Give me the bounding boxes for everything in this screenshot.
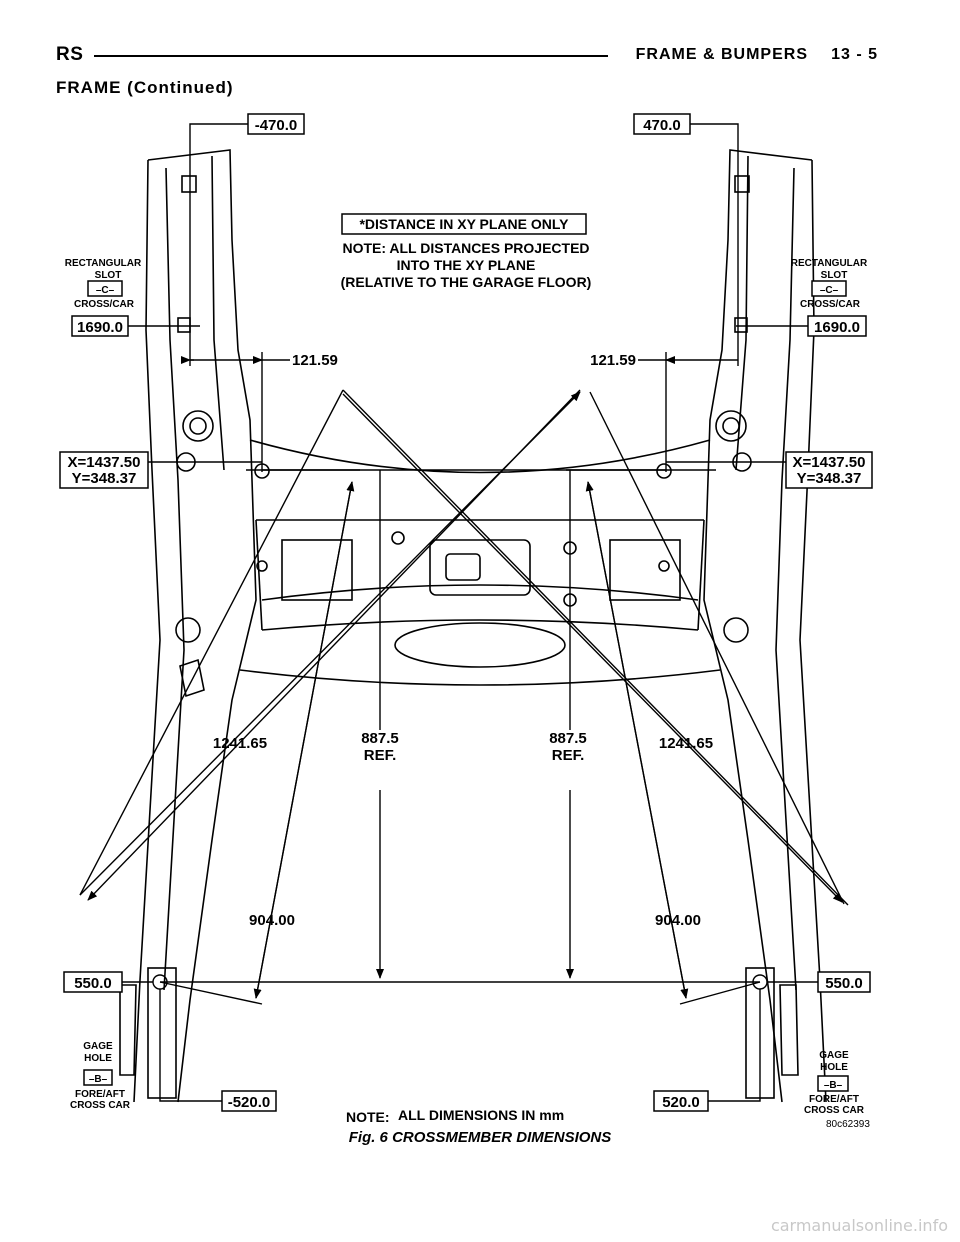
rect-slot-label-right-1: RECTANGULAR — [791, 258, 868, 269]
callout-slot-right: 1690.0 — [814, 319, 860, 336]
dim-ref-left-value: 887.5 — [361, 730, 399, 747]
dim-diagonal-right: 1241.65 — [659, 735, 713, 752]
dim-short-left: 904.00 — [249, 912, 295, 929]
header-page-number: 13 - 5 — [831, 46, 878, 63]
note-bottom-text: ALL DIMENSIONS IN mm — [398, 1107, 564, 1123]
dim-width-left: 121.59 — [292, 352, 338, 369]
gage-hole-label-left-3: FORE/AFT — [75, 1089, 125, 1100]
callout-slot-left: 1690.0 — [77, 319, 123, 336]
page-header: RS FRAME & BUMPERS 13 - 5 — [56, 44, 878, 66]
rect-slot-datum-right: –C– — [820, 285, 839, 296]
note-bottom-prefix: NOTE: — [346, 1109, 390, 1125]
dim-width-right: 121.59 — [590, 352, 636, 369]
header-rule — [94, 55, 608, 57]
gage-hole-label-right-4: CROSS CAR — [804, 1105, 865, 1116]
note-line-2: INTO THE XY PLANE — [397, 257, 536, 273]
crossmember-body — [239, 439, 721, 686]
callout-hole-left: 550.0 — [74, 975, 112, 992]
dim-short-right: 904.00 — [655, 912, 701, 929]
gage-hole-label-right-1: GAGE — [819, 1050, 849, 1061]
watermark: carmanualsonline.info — [770, 1216, 948, 1235]
callout-bottom-right: 520.0 — [662, 1094, 700, 1111]
callout-boxes — [59, 113, 873, 1112]
note-line-1: NOTE: ALL DISTANCES PROJECTED — [342, 240, 589, 256]
rect-slot-datum-left: –C– — [96, 285, 115, 296]
gage-hole-label-left-1: GAGE — [83, 1041, 113, 1052]
gage-hole-label-right-2: HOLE — [820, 1062, 848, 1073]
rect-slot-label-left-3: CROSS/CAR — [74, 299, 135, 310]
frame-drawing — [119, 149, 827, 1103]
header-model: RS — [56, 44, 84, 65]
gage-hole-label-right-3: FORE/AFT — [809, 1094, 859, 1105]
coord-x-left: X=1437.50 — [68, 454, 141, 471]
note-line-3: (RELATIVE TO THE GARAGE FLOOR) — [341, 274, 592, 290]
dim-ref-right-value: 887.5 — [549, 730, 587, 747]
section-continued-title: FRAME (Continued) — [56, 78, 234, 97]
gage-hole-datum-left: –B– — [89, 1074, 108, 1085]
right-frame-rail — [703, 149, 827, 1103]
dimension-lines — [79, 123, 849, 1102]
rect-slot-label-right-3: CROSS/CAR — [800, 299, 861, 310]
figure-id: 80c62393 — [826, 1119, 870, 1130]
callout-hole-right: 550.0 — [825, 975, 863, 992]
gage-hole-label-left-2: HOLE — [84, 1053, 112, 1064]
gage-hole-label-left-4: CROSS CAR — [70, 1100, 131, 1111]
dim-diagonal-left: 1241.65 — [213, 735, 267, 752]
header-section: FRAME & BUMPERS — [635, 46, 808, 63]
callout-top-right: 470.0 — [643, 117, 681, 134]
dim-ref-left-tag: REF. — [364, 747, 397, 764]
gage-hole-datum-right: –B– — [824, 1080, 843, 1091]
coord-y-left: Y=348.37 — [72, 470, 137, 487]
note-box-text: *DISTANCE IN XY PLANE ONLY — [359, 216, 569, 232]
coord-x-right: X=1437.50 — [793, 454, 866, 471]
rect-slot-label-right-2: SLOT — [821, 270, 848, 281]
callout-bottom-left: -520.0 — [228, 1094, 271, 1111]
coord-y-right: Y=348.37 — [797, 470, 862, 487]
figure-caption: Fig. 6 CROSSMEMBER DIMENSIONS — [348, 1129, 612, 1146]
callout-top-left: -470.0 — [255, 117, 298, 134]
left-frame-rail — [119, 149, 257, 1103]
rect-slot-label-left-2: SLOT — [95, 270, 122, 281]
dim-ref-right-tag: REF. — [552, 747, 585, 764]
rect-slot-label-left-1: RECTANGULAR — [65, 258, 142, 269]
